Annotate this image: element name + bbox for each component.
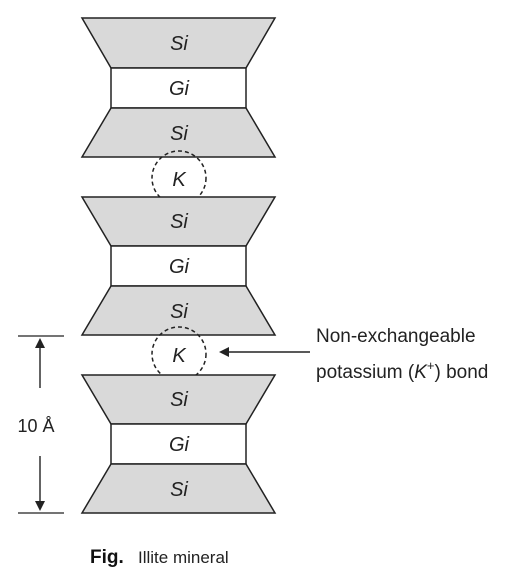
gibbsite-label-1: Gi: [169, 78, 190, 100]
figure-caption: Fig. Illite mineral: [90, 547, 229, 568]
gibbsite-label-3: Gi: [169, 434, 190, 456]
layer-stack-2: Si Gi Si: [80, 196, 277, 336]
bond-annotation: Non-exchangeable potassium (K+) bond: [219, 326, 488, 383]
annotation-line-1: Non-exchangeable: [316, 326, 476, 347]
silica-label-3-top: Si: [170, 389, 188, 411]
gibbsite-label-2: Gi: [169, 256, 190, 278]
gibbsite-sheet-1: [110, 67, 247, 109]
potassium-label-2: K: [172, 345, 187, 367]
layer-stack-1: Si Gi Si: [80, 17, 277, 158]
annotation-prefix: potassium (: [316, 362, 415, 383]
silica-sheet-3-bottom: [80, 463, 277, 514]
annotation-charge: +: [427, 358, 435, 373]
annotation-ion: K: [414, 362, 428, 383]
gibbsite-sheet-3: [110, 423, 247, 465]
layer-stack-3: Si Gi Si: [80, 374, 277, 514]
spacing-dimension: 10 Å: [17, 335, 64, 514]
gibbsite-sheet-2: [110, 245, 247, 287]
annotation-suffix: ) bond: [434, 362, 488, 383]
silica-sheet-1-bottom: [80, 107, 277, 158]
silica-sheet-2-bottom: [80, 285, 277, 336]
annotation-line-2: potassium (K+) bond: [316, 358, 488, 383]
silica-label-1-top: Si: [170, 33, 188, 55]
silica-label-3-bottom: Si: [170, 479, 188, 501]
caption-prefix: Fig.: [90, 547, 124, 568]
potassium-label-1: K: [172, 169, 187, 191]
silica-label-1-bottom: Si: [170, 123, 188, 145]
caption-text: Illite mineral: [138, 548, 229, 567]
silica-label-2-top: Si: [170, 211, 188, 233]
silica-label-2-bottom: Si: [170, 301, 188, 323]
spacing-label: 10 Å: [17, 416, 54, 436]
